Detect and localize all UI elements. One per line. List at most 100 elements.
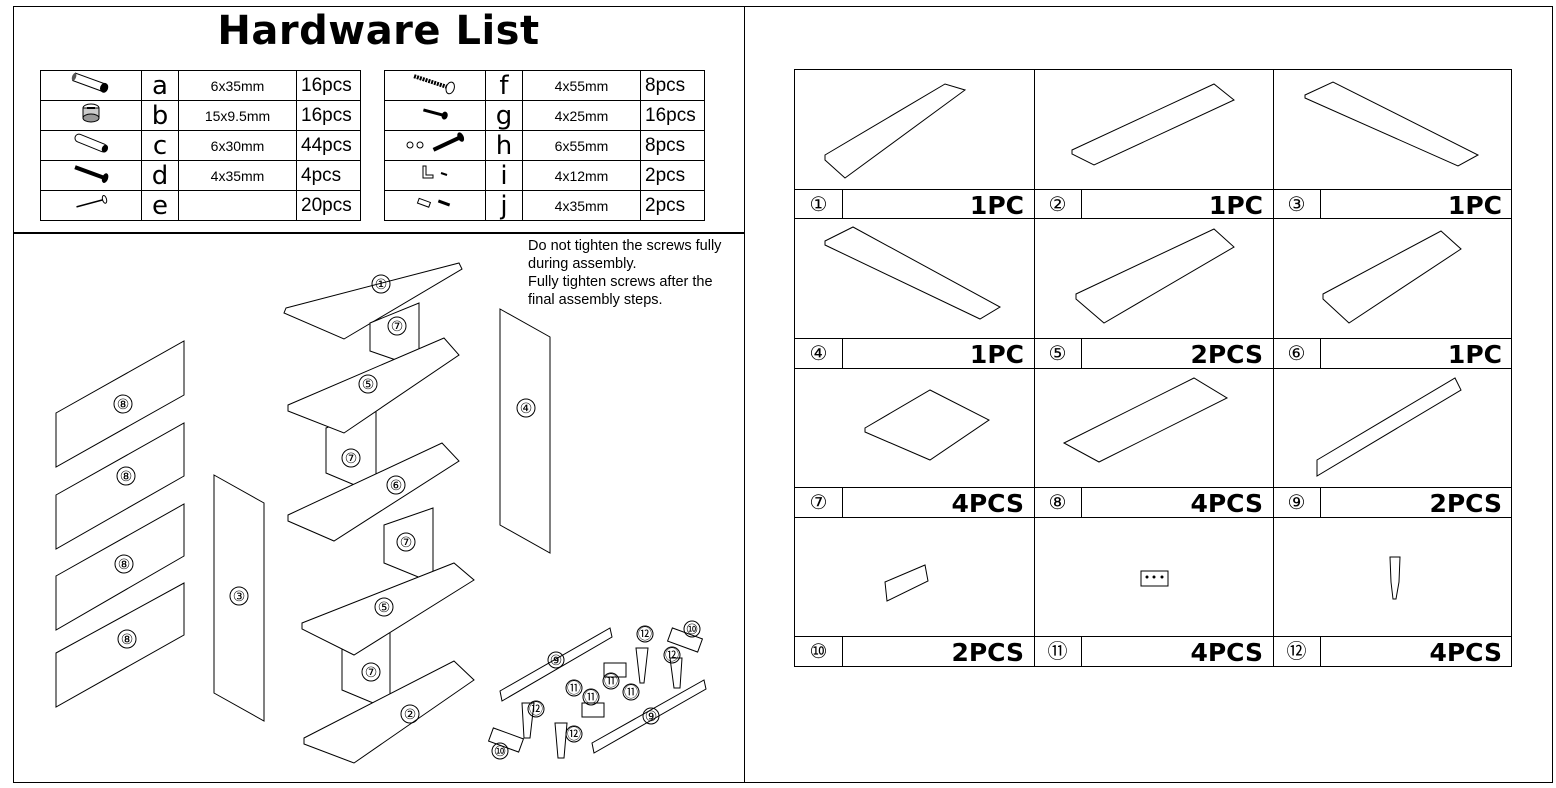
panel-1 — [283, 262, 463, 340]
l-bracket-icon — [384, 160, 486, 191]
hardware-letter: i — [485, 160, 523, 191]
part-image — [1316, 377, 1462, 477]
part-image — [1389, 556, 1401, 600]
hardware-letter: a — [141, 70, 179, 101]
diagram-label: ① — [375, 277, 388, 293]
panel-8 — [55, 340, 185, 468]
part-qty: 1PC — [1447, 340, 1502, 369]
hardware-qty: 16pcs — [296, 70, 361, 101]
page-title: Hardware List — [217, 8, 540, 54]
part-number: ③ — [1273, 190, 1321, 219]
leg-12 — [635, 647, 649, 684]
part-qty: 4PCS — [1190, 489, 1263, 518]
hardware-letter: f — [485, 70, 523, 101]
nail-icon — [40, 190, 142, 221]
part-cell: ⑧ 4PCS — [1034, 368, 1273, 518]
diagram-label: ⑪ — [584, 690, 598, 706]
part-number: ⑤ — [1034, 339, 1082, 368]
part-qty: 4PCS — [951, 489, 1024, 518]
rail-9 — [499, 627, 613, 702]
part-image — [864, 389, 990, 461]
hardware-qty: 4pcs — [296, 160, 361, 191]
hardware-row: h 6x55mm 8pcs — [384, 130, 705, 161]
leg-12 — [554, 722, 568, 759]
diagram-label: ⑧ — [121, 632, 134, 648]
panel-5 — [287, 337, 460, 434]
hardware-letter: g — [485, 100, 523, 131]
hardware-letter: c — [141, 130, 179, 161]
part-number: ⑧ — [1034, 488, 1082, 517]
panel-8 — [55, 503, 185, 631]
note-line: Do not tighten the screws fully — [528, 238, 722, 254]
diagram-label: ③ — [233, 589, 246, 605]
part-image — [1140, 570, 1169, 587]
diagram-label: ⑥ — [390, 478, 403, 494]
hardware-row: f 4x55mm 8pcs — [384, 70, 705, 101]
part-label: ⑧ 4PCS — [1034, 487, 1273, 518]
part-qty: 2PCS — [1190, 340, 1263, 369]
hardware-size: 4x35mm — [178, 160, 297, 191]
panel-8 — [55, 422, 185, 550]
part-number: ⑦ — [795, 488, 843, 517]
hardware-table-right: f 4x55mm 8pcs g 4x25mm 16pcs h 6x55mm 8p… — [384, 70, 705, 221]
hardware-frame — [13, 6, 745, 234]
diagram-label: ⑦ — [391, 319, 404, 335]
hardware-row: e 20pcs — [40, 190, 361, 221]
part-number: ⑨ — [1273, 488, 1321, 517]
part-cell: ⑨ 2PCS — [1273, 368, 1512, 518]
hardware-row: i 4x12mm 2pcs — [384, 160, 705, 191]
diagram-label: ⑫ — [529, 702, 543, 718]
hardware-qty: 8pcs — [640, 130, 705, 161]
hardware-row: g 4x25mm 16pcs — [384, 100, 705, 131]
panel-6 — [287, 442, 460, 542]
small-screw-icon — [384, 100, 486, 131]
hardware-size — [178, 190, 297, 221]
hardware-qty: 2pcs — [640, 190, 705, 221]
hardware-qty: 44pcs — [296, 130, 361, 161]
screw-icon — [40, 160, 142, 191]
note-line: final assembly steps. — [528, 292, 663, 308]
panel-4 — [499, 308, 551, 554]
part-number: ⑫ — [1273, 637, 1321, 666]
diagram-label: ⑨ — [550, 653, 563, 669]
part-number: ⑪ — [1034, 637, 1082, 666]
block-10 — [666, 627, 704, 653]
note-line: during assembly. — [528, 256, 637, 272]
hardware-size: 6x35mm — [178, 70, 297, 101]
diagram-label: ⑪ — [604, 674, 618, 690]
grid-divider — [795, 218, 1511, 219]
part-label: ⑨ 2PCS — [1273, 487, 1512, 518]
hardware-size: 15x9.5mm — [178, 100, 297, 131]
cam-bolt-icon — [40, 70, 142, 101]
part-label: ⑥ 1PC — [1273, 338, 1512, 369]
diagram-label: ⑧ — [120, 469, 133, 485]
diagram-label: ⑦ — [400, 535, 413, 551]
hardware-letter: h — [485, 130, 523, 161]
hardware-letter: b — [141, 100, 179, 131]
part-image — [1304, 81, 1480, 167]
part-qty: 1PC — [1208, 191, 1263, 220]
hardware-qty: 16pcs — [640, 100, 705, 131]
part-number: ⑥ — [1273, 339, 1321, 368]
exploded-diagram: ① ⑦ ⑤ ⑦ ⑥ ⑦ ⑤ ⑦ ② ④ ③ ⑧ ⑧ ⑧ ⑧ ⑨ ⑨ ⑩ ⑩ ⑪ … — [55, 262, 707, 764]
part-cell: ⑦ 4PCS — [795, 368, 1034, 518]
hardware-size: 4x35mm — [522, 190, 641, 221]
hardware-size: 4x12mm — [522, 160, 641, 191]
diagram-label: ⑫ — [665, 648, 679, 664]
part-image — [1075, 228, 1235, 324]
part-number: ⑩ — [795, 637, 843, 666]
diagram-label: ⑩ — [494, 744, 507, 760]
diagram-label: ⑧ — [117, 397, 130, 413]
part-qty: 2PCS — [1429, 489, 1502, 518]
grid-divider — [795, 517, 1511, 518]
exploded-frame — [13, 232, 745, 783]
part-cell: ⑤ 2PCS — [1034, 219, 1273, 369]
